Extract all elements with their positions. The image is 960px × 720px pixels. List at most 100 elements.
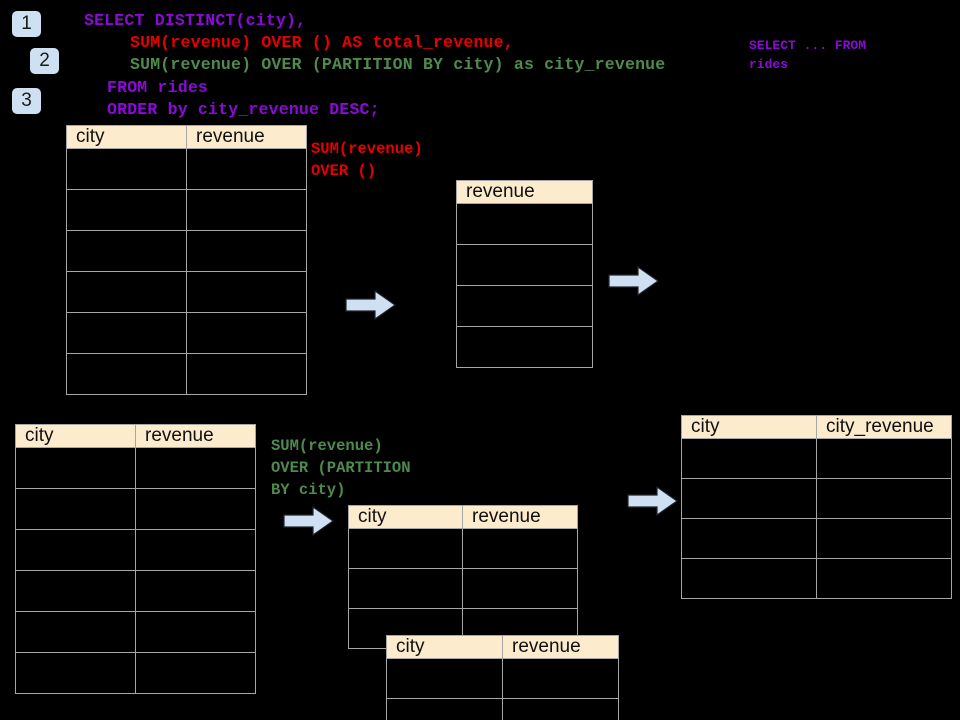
- cell-revenue: [456, 244, 593, 286]
- table-row: [386, 658, 619, 699]
- sql-line-order-by: ORDER by city_revenue DESC;: [107, 100, 380, 119]
- column-header-revenue: revenue: [135, 424, 256, 448]
- cell-city: [15, 488, 136, 530]
- cell-revenue: [186, 189, 307, 231]
- table-row: [66, 312, 307, 354]
- cell-revenue: [462, 568, 578, 609]
- cell-city-revenue: [816, 438, 952, 479]
- cell-revenue: [186, 148, 307, 190]
- table-partition-group-back: city revenue: [348, 505, 578, 649]
- cell-city: [681, 518, 817, 559]
- table-row: [456, 326, 593, 368]
- step-badge-1: 1: [12, 11, 41, 37]
- cell-city: [348, 568, 463, 609]
- table-row: [66, 148, 307, 190]
- cell-revenue: [502, 658, 619, 699]
- table-header-row: city city_revenue: [681, 415, 952, 439]
- sql-line-select-distinct: SELECT DISTINCT(city),: [84, 11, 307, 30]
- cell-city-revenue: [816, 478, 952, 519]
- table-row: [66, 230, 307, 272]
- column-header-city: city: [681, 415, 817, 439]
- cell-revenue: [135, 652, 256, 694]
- cell-city: [66, 353, 187, 395]
- cell-city: [66, 148, 187, 190]
- step-badge-2: 2: [30, 48, 59, 74]
- column-header-revenue: revenue: [186, 125, 307, 149]
- table-row: [681, 478, 952, 519]
- annotation-sum-over-empty: SUM(revenue) OVER (): [311, 140, 423, 180]
- table-row: [15, 529, 256, 571]
- cell-city: [386, 658, 503, 699]
- cell-revenue: [456, 285, 593, 327]
- cell-city: [15, 652, 136, 694]
- table-row: [681, 438, 952, 479]
- cell-city: [15, 529, 136, 571]
- table-row: [66, 189, 307, 231]
- column-header-city: city: [15, 424, 136, 448]
- column-header-revenue: revenue: [462, 505, 578, 529]
- table-row: [456, 203, 593, 245]
- column-header-city: city: [386, 635, 503, 659]
- cell-city: [15, 570, 136, 612]
- table-city-revenue-result: city city_revenue: [681, 415, 952, 599]
- table-header-row: city revenue: [348, 505, 578, 529]
- cell-city: [66, 230, 187, 272]
- cell-city: [681, 558, 817, 599]
- table-row: [15, 611, 256, 653]
- table-row: [15, 652, 256, 694]
- table-header-row: city revenue: [66, 125, 307, 149]
- cell-city: [66, 189, 187, 231]
- cell-revenue: [462, 528, 578, 569]
- cell-revenue: [186, 312, 307, 354]
- table-row: [15, 447, 256, 489]
- table-row: [456, 285, 593, 327]
- sql-line-sum-over-empty: SUM(revenue) OVER () AS total_revenue,: [130, 33, 514, 52]
- annotation-sum-over-partition: SUM(revenue) OVER (PARTITION BY city): [271, 437, 411, 499]
- annotation-select-from-rides: SELECT ... FROM rides: [749, 38, 867, 72]
- table-partition-group-front: city revenue: [386, 635, 619, 720]
- arrow-source-to-total: [345, 289, 397, 321]
- cell-revenue: [186, 230, 307, 272]
- step-badge-3: 3: [12, 88, 41, 114]
- table-row: [456, 244, 593, 286]
- table-row: [348, 568, 578, 609]
- cell-city-revenue: [816, 518, 952, 559]
- cell-revenue: [135, 611, 256, 653]
- cell-city: [681, 478, 817, 519]
- table-row: [386, 698, 619, 720]
- sql-line-from: FROM rides: [107, 78, 209, 97]
- cell-revenue: [135, 570, 256, 612]
- table-row: [15, 570, 256, 612]
- cell-city: [15, 611, 136, 653]
- cell-city: [66, 271, 187, 313]
- cell-city: [386, 698, 503, 720]
- cell-revenue: [135, 529, 256, 571]
- cell-revenue: [186, 353, 307, 395]
- arrow-source-to-partition: [283, 505, 335, 537]
- table-header-row: revenue: [456, 180, 593, 204]
- table-row: [348, 528, 578, 569]
- table-row: [15, 488, 256, 530]
- table-header-row: city revenue: [15, 424, 256, 448]
- cell-revenue: [186, 271, 307, 313]
- cell-city: [66, 312, 187, 354]
- cell-city: [15, 447, 136, 489]
- arrow-partition-to-final: [627, 485, 679, 517]
- table-total-revenue-result: revenue: [456, 180, 593, 368]
- cell-city: [348, 528, 463, 569]
- column-header-city-revenue: city_revenue: [816, 415, 952, 439]
- table-row: [681, 558, 952, 599]
- cell-revenue: [502, 698, 619, 720]
- table-row: [66, 271, 307, 313]
- table-header-row: city revenue: [386, 635, 619, 659]
- sql-line-sum-over-partition: SUM(revenue) OVER (PARTITION BY city) as…: [130, 55, 666, 74]
- cell-city: [681, 438, 817, 479]
- cell-revenue: [135, 447, 256, 489]
- column-header-city: city: [348, 505, 463, 529]
- table-rides-source-bottom: city revenue: [15, 424, 256, 694]
- arrow-total-to-final: [608, 265, 660, 297]
- table-rides-source-top: city revenue: [66, 125, 307, 395]
- cell-revenue: [135, 488, 256, 530]
- column-header-revenue: revenue: [502, 635, 619, 659]
